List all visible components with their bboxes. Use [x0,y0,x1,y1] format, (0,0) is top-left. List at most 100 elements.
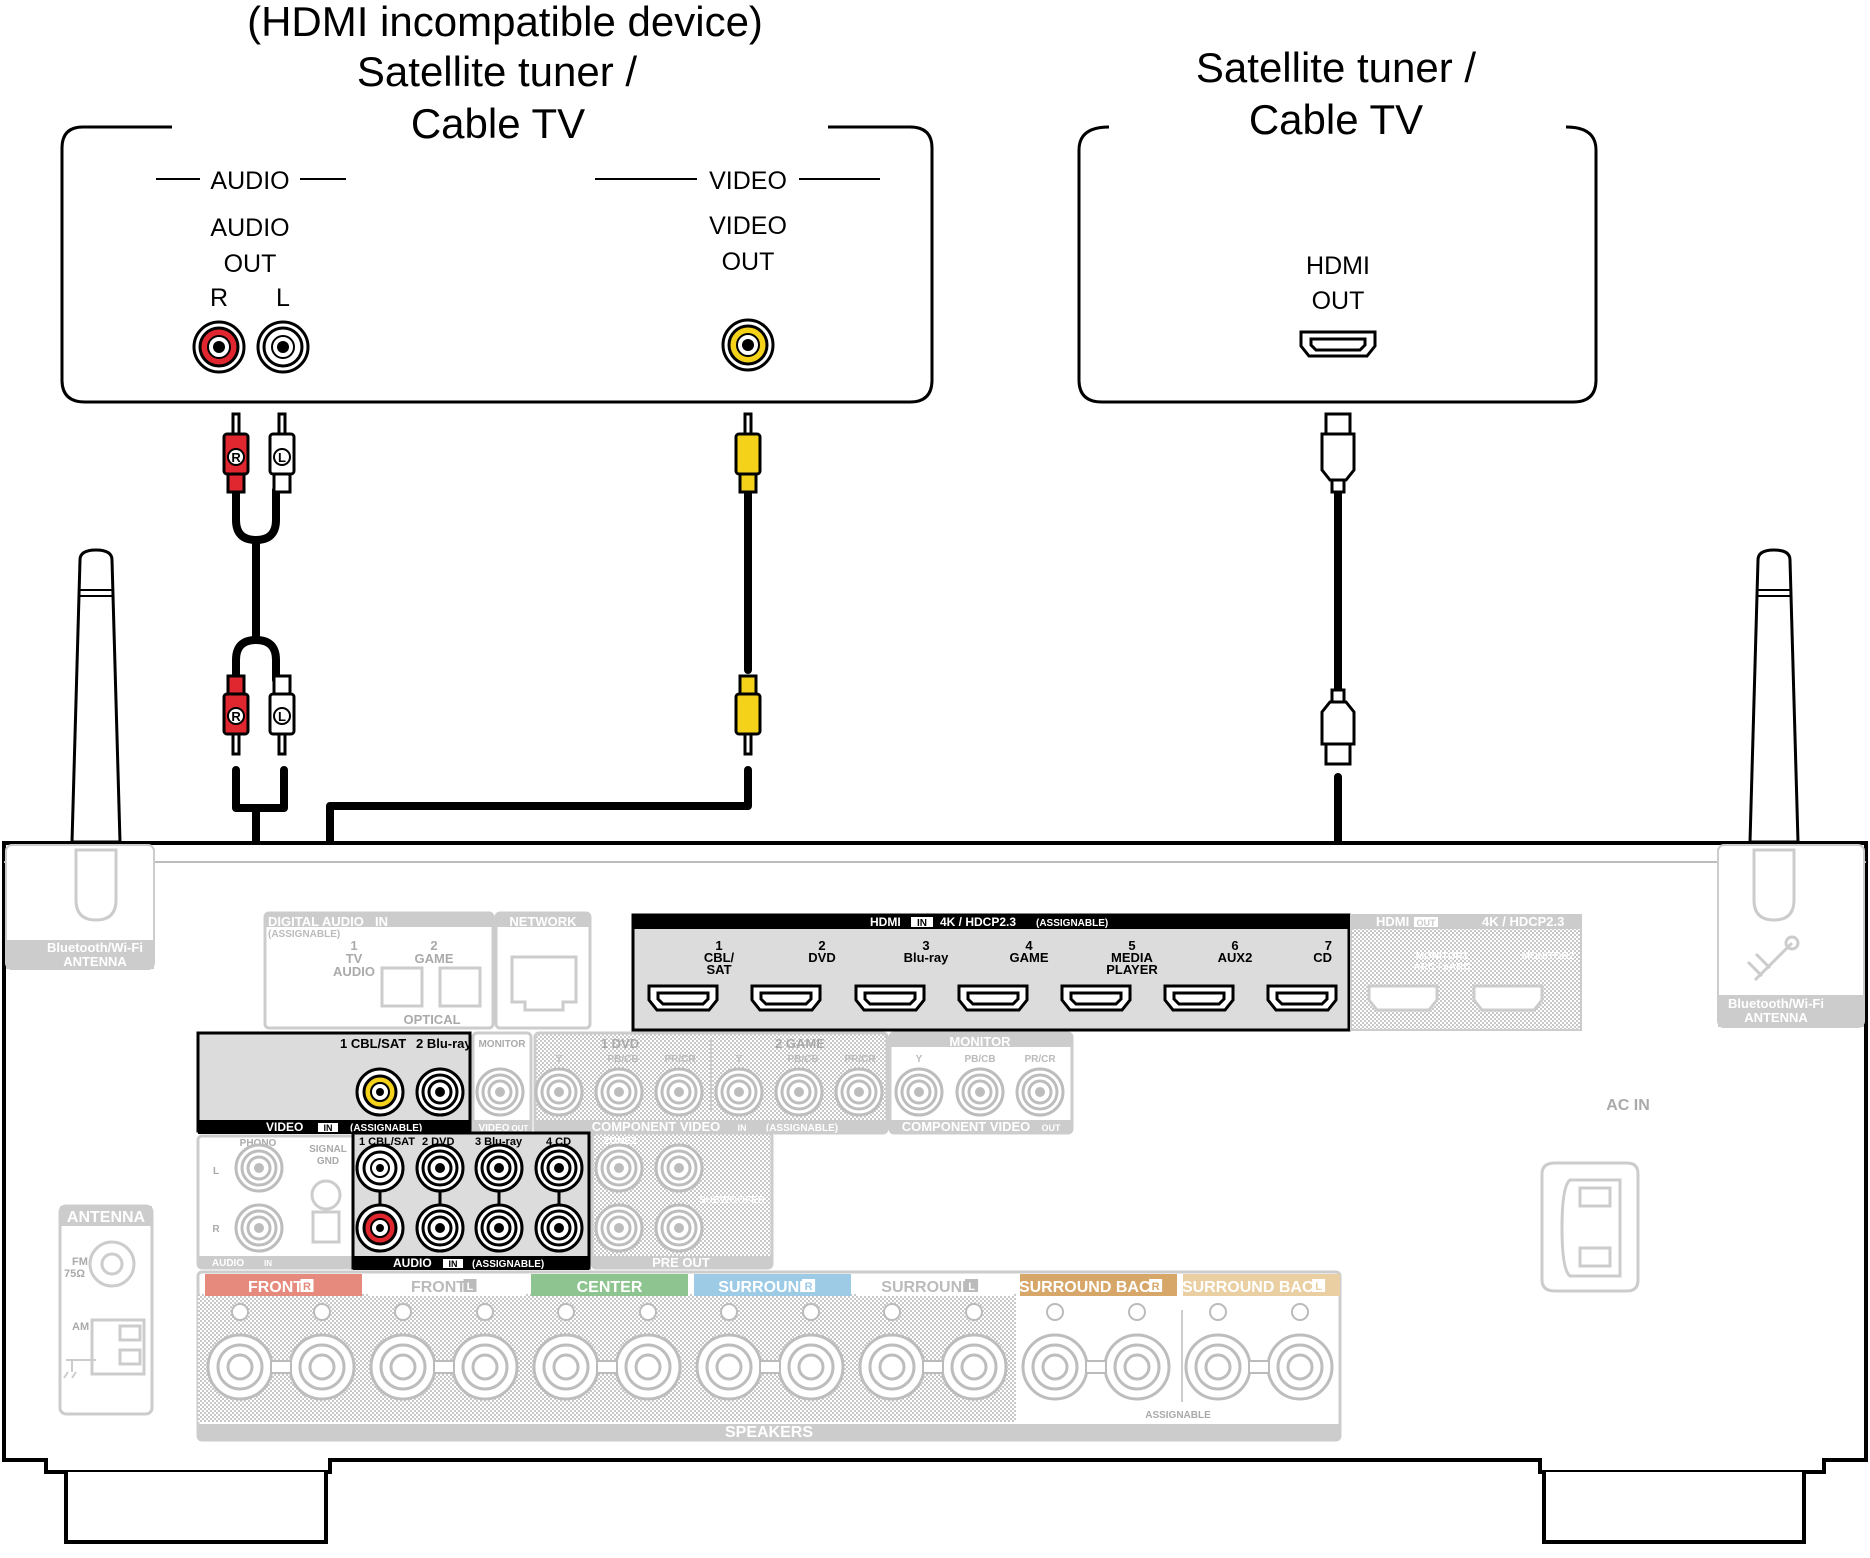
video-in-assignable: (ASSIGNABLE) [350,1123,422,1134]
monitor1-label: MONITOR1 [1416,951,1469,962]
video-out-label-1: VIDEO [709,212,787,240]
antenna-right-label-1: Bluetooth/Wi-Fi [1728,996,1824,1011]
receiver-foot-left [64,1472,328,1544]
comp-y-1: Y [556,1054,563,1065]
comp-1dvd: 1 DVD [601,1036,639,1051]
comp-y-2: Y [736,1054,743,1065]
speaker-label-4: SURROUND [718,1279,810,1296]
plug-l-lower-text: L [278,709,286,724]
component-video-in: 1 DVD 2 GAME Y PB/CB PR/CR Y PB/CB PR/CR… [533,1031,889,1135]
comp-pb-2: PB/CB [787,1054,818,1065]
hdmi-in-3-label-line2: Blu-ray [904,950,950,965]
comp-out-pb: PB/CB [964,1054,995,1065]
video-group-label: VIDEO [709,167,787,195]
hdmi-in-7-label-line1: 7 [1325,938,1332,953]
comp-out-y: Y [916,1054,923,1065]
video-out-tag: OUT [512,1124,529,1133]
speaker-link-1 [270,1360,292,1374]
av-receiver: Bluetooth/Wi-Fi ANTENNA Bluetooth/Wi-Fi … [2,548,1868,1544]
audio-out-l-jack [256,320,310,374]
phono-r-label: R [212,1224,220,1235]
audio-in-label: AUDIO [393,1256,432,1270]
left-device-box [60,125,934,404]
plug-r-upper-text: R [231,450,241,465]
video-in-panel: 1 CBL/SAT 2 Blu-ray VIDEO IN (ASSIGNABLE… [196,1031,472,1134]
speaker-terminal-5-2 [940,1333,1008,1401]
speaker-terminal-4-1 [695,1333,763,1401]
audio-out-label-2: OUT [224,250,277,278]
speaker-polarity-2-1 [394,1303,412,1321]
receiver-foot-right [1542,1472,1806,1544]
audio-group-label: AUDIO [210,167,289,195]
speaker-bar-6 [1020,1274,1177,1296]
audio-out-label-1: AUDIO [210,214,289,242]
antenna-panel: ANTENNA FM 75Ω AM [58,1204,154,1416]
hdmi-in-assignable: (ASSIGNABLE) [1036,918,1108,929]
speaker-side-7: L [1315,1281,1322,1293]
speaker-terminal-7-1 [1184,1333,1252,1401]
fm-ohm: 75Ω [64,1268,85,1280]
speaker-polarity-3-2 [639,1303,657,1321]
antenna-left [70,548,122,844]
speaker-side-box-1 [300,1279,314,1292]
digital-audio-assignable: (ASSIGNABLE) [268,929,340,940]
video-out-jack [721,318,775,372]
speaker-terminal-6-1 [1021,1333,1089,1401]
speaker-side-box-4 [802,1279,816,1292]
speaker-side-box-6 [1149,1279,1163,1292]
monitor2-label: MONITOR2 [1522,951,1575,962]
speaker-polarity-5-1 [883,1303,901,1321]
left-device: (HDMI incompatible device) Satellite tun… [60,0,934,404]
hdmi-in-1-label-line2: CBL/ [704,950,735,965]
speaker-side-4: R [805,1281,813,1293]
speaker-side-6: R [1152,1281,1160,1293]
component-video-out: MONITOR Y PB/CB PR/CR COMPONENT VIDEO OU… [888,1031,1074,1135]
antenna-right-base: Bluetooth/Wi-Fi ANTENNA [1717,844,1865,1028]
comp-in-tag: IN [738,1123,747,1133]
speaker-terminal-2-1 [369,1333,437,1401]
speaker-polarity-2-2 [476,1303,494,1321]
tv-audio-num: 1 [350,938,357,953]
speaker-terminal-1-1 [206,1333,274,1401]
hdmi-in-6-label-line2: AUX2 [1218,950,1253,965]
hdmi-in-2-label-line1: 2 [818,938,825,953]
ac-in-label: AC IN [1606,1097,1650,1114]
right-device-title-line2: Cable TV [1249,96,1423,143]
speaker-bar-7 [1183,1274,1340,1296]
comp-out-label: COMPONENT VIDEO [902,1119,1031,1134]
hdmi-in-port-5 [1060,984,1132,1012]
hdmi-in-tag: IN [917,918,927,929]
video-plug-upper [734,412,762,494]
hdmi-plug-upper [1320,412,1356,494]
signal-gnd-2: GND [317,1156,339,1167]
comp-out-pr: PR/CR [1024,1054,1056,1065]
video-out-label-2: OUT [722,248,775,276]
hdmi-out-label-1: HDMI [1306,252,1370,280]
optical-label: OPTICAL [403,1012,460,1027]
monitor1-sub: ARC / eARC [1413,962,1470,973]
hdmi-in-2-label-line2: DVD [808,950,835,965]
video-in-label: VIDEO [266,1120,303,1134]
phono-panel: PHONO SIGNAL GND L R AUDIO IN [196,1134,358,1270]
audio-plug-l-lower: L [268,674,296,756]
speaker-polarity-1-2 [313,1303,331,1321]
right-device-title-line1: Satellite tuner / [1196,44,1476,91]
speaker-link-3 [596,1360,618,1374]
audio-in-small-tag: IN [264,1259,272,1268]
speaker-polarity-1-1 [231,1303,249,1321]
audio-in-cblsat-r-jack [355,1203,405,1253]
speaker-label-1: FRONT [248,1279,303,1296]
digital-audio-in-tag: IN [375,914,388,929]
speaker-polarity-7-2 [1291,1303,1309,1321]
speaker-polarity-3-1 [557,1303,575,1321]
audio-in-tag: IN [449,1259,458,1269]
video-in-jack2-label: 2 Blu-ray [416,1036,472,1051]
hdmi-in-spec: 4K / HDCP2.3 [940,915,1016,929]
speaker-side-box-7 [1312,1279,1326,1292]
hdmi-in-port-3 [854,984,926,1012]
speaker-link-2 [433,1360,455,1374]
speaker-label-5: SURROUND [881,1279,973,1296]
video-in-jack1-label: 1 CBL/SAT [340,1036,406,1051]
speaker-terminal-2-2 [451,1333,519,1401]
speaker-polarity-7-1 [1209,1303,1227,1321]
